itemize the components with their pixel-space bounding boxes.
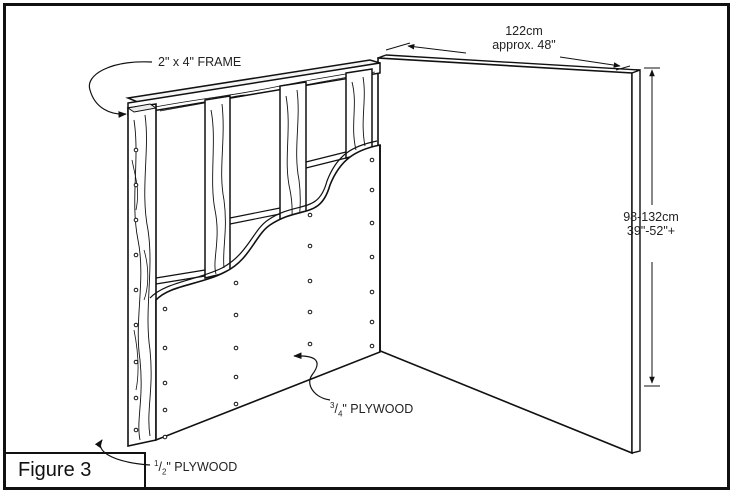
cross-rails	[155, 151, 347, 285]
frame-label: 2" x 4" FRAME	[158, 55, 242, 69]
plywood-left-callout-arrow	[94, 439, 151, 466]
front-plywood-sheet	[149, 140, 381, 442]
width-imperial: approx. 48"	[492, 38, 556, 52]
width-dimension	[385, 42, 631, 71]
left-end-post	[126, 103, 158, 447]
frame-callout-arrow	[88, 61, 153, 118]
height-label: 98-132cm 39"-52"+	[606, 210, 696, 238]
height-metric: 98-132cm	[623, 210, 679, 224]
width-label: 122cm approx. 48"	[464, 24, 584, 52]
width-metric: 122cm	[505, 24, 543, 38]
stud-3	[345, 68, 373, 159]
height-dimension	[644, 67, 660, 387]
figure-caption: Figure 3	[18, 459, 92, 481]
plywood-left-label: 1/2" PLYWOOD	[154, 459, 238, 477]
stud-1	[204, 95, 231, 279]
plywood-right-label: 3/4" PLYWOOD	[330, 401, 414, 419]
height-imperial: 39"-52"+	[626, 224, 676, 238]
screw-holes	[133, 147, 375, 440]
figure-caption-box	[6, 452, 146, 487]
plywood-right-callout-arrow	[293, 352, 331, 401]
right-side-panel	[377, 54, 641, 455]
